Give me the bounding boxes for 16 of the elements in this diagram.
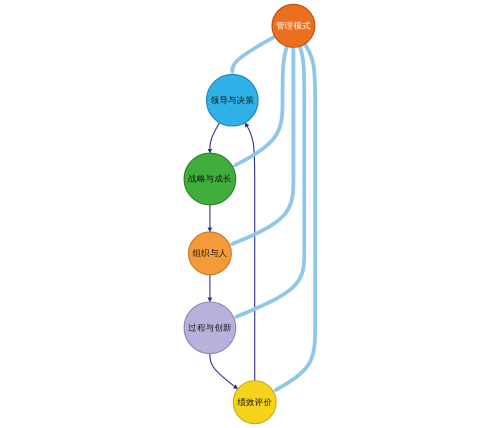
arrow: [245, 122, 256, 381]
node-circle: 管理模式: [272, 4, 316, 48]
arrow: [230, 34, 276, 75]
arrow: [208, 204, 213, 232]
arrow: [230, 47, 296, 246]
arrow: [208, 122, 220, 154]
node-circle: 战略与成长: [184, 152, 237, 206]
arrow: [208, 274, 213, 302]
arrow: [234, 46, 307, 319]
arrow: [232, 46, 290, 168]
node-circle: 组织与人: [188, 231, 232, 276]
node-circle: 过程与创新: [184, 301, 237, 354]
arrow: [273, 43, 318, 392]
arrow: [210, 354, 238, 390]
node-circle: 绩效评价: [233, 380, 278, 424]
node-circle: 领导与决策: [206, 74, 260, 127]
